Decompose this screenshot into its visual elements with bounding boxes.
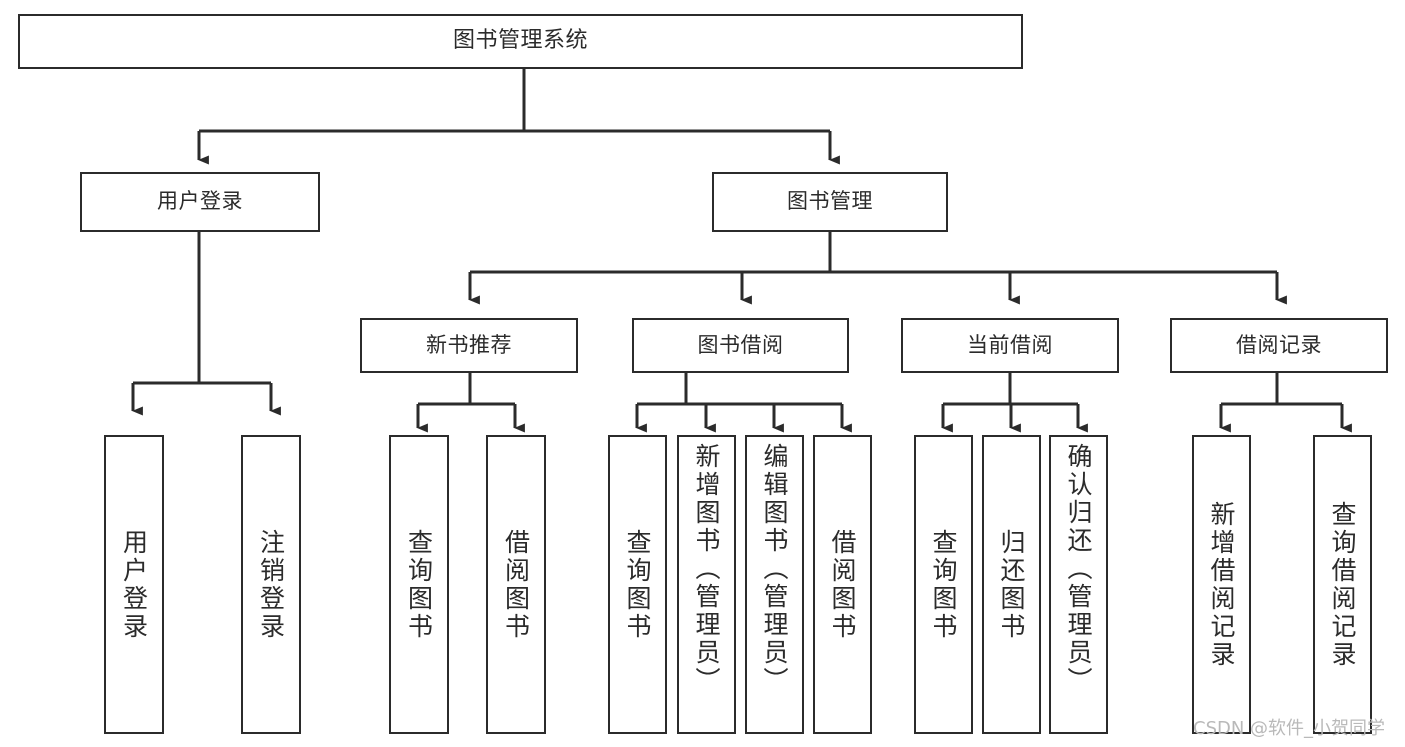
leaf-book-borrow-edit-book-admin[interactable]: 编辑图书（管理员） — [745, 435, 804, 734]
node-new-book-recommend[interactable]: 新书推荐 — [360, 318, 578, 373]
node-borrow-record[interactable]: 借阅记录 — [1170, 318, 1388, 373]
node-label: 用户登录 — [119, 528, 149, 641]
node-label: 新增借阅记录 — [1207, 500, 1236, 669]
node-user-login[interactable]: 用户登录 — [80, 172, 320, 232]
node-current-borrow[interactable]: 当前借阅 — [901, 318, 1119, 373]
watermark-text: CSDN @软件_小贺同学 — [1193, 718, 1386, 739]
leaf-current-borrow-return-book[interactable]: 归还图书 — [982, 435, 1041, 734]
node-label: 借阅记录 — [1236, 332, 1322, 357]
node-label: 图书借阅 — [697, 332, 784, 357]
node-label: 查询图书 — [929, 528, 958, 641]
node-book-management[interactable]: 图书管理 — [712, 172, 948, 232]
node-label: 查询图书 — [623, 528, 652, 641]
node-label: 新增图书（管理员） — [692, 443, 721, 695]
leaf-book-borrow-borrow-book[interactable]: 借阅图书 — [813, 435, 872, 734]
node-label: 图书管理系统 — [452, 28, 588, 54]
leaf-user-login-logout[interactable]: 注销登录 — [241, 435, 301, 734]
leaf-current-borrow-confirm-return-admin[interactable]: 确认归还（管理员） — [1049, 435, 1108, 734]
leaf-new-book-borrow-book[interactable]: 借阅图书 — [486, 435, 546, 734]
node-label: 归还图书 — [997, 528, 1026, 641]
node-label: 注销登录 — [256, 528, 286, 641]
node-label: 查询图书 — [404, 528, 434, 641]
leaf-new-book-query-book[interactable]: 查询图书 — [389, 435, 449, 734]
node-label: 借阅图书 — [501, 528, 531, 641]
node-label: 新书推荐 — [426, 332, 512, 357]
node-label: 借阅图书 — [828, 528, 857, 641]
leaf-user-login-do-login[interactable]: 用户登录 — [104, 435, 164, 734]
node-root-book-management-system[interactable]: 图书管理系统 — [18, 14, 1023, 69]
leaf-borrow-record-query-record[interactable]: 查询借阅记录 — [1313, 435, 1372, 734]
node-label: 图书管理 — [787, 189, 873, 214]
leaf-book-borrow-query-book[interactable]: 查询图书 — [608, 435, 667, 734]
leaf-borrow-record-add-record[interactable]: 新增借阅记录 — [1192, 435, 1251, 734]
node-label: 确认归还（管理员） — [1064, 443, 1093, 695]
node-label: 当前借阅 — [967, 332, 1053, 357]
leaf-book-borrow-add-book-admin[interactable]: 新增图书（管理员） — [677, 435, 736, 734]
node-label: 查询借阅记录 — [1328, 500, 1357, 669]
node-label: 编辑图书（管理员） — [760, 443, 789, 695]
leaf-current-borrow-query-book[interactable]: 查询图书 — [914, 435, 973, 734]
node-book-borrow[interactable]: 图书借阅 — [632, 318, 849, 373]
node-label: 用户登录 — [157, 189, 243, 214]
